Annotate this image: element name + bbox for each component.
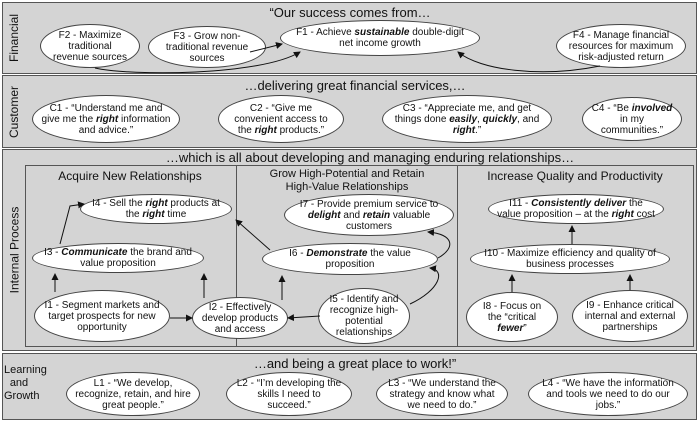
node-i8: I8 - Focus on the “critical fewer” bbox=[466, 292, 558, 342]
internal-header: …which is all about developing and manag… bbox=[165, 150, 575, 165]
node-i5: I5 - Identify and recognize high-potenti… bbox=[318, 288, 410, 344]
node-c3: C3 - “Appreciate me, and get things done… bbox=[382, 95, 552, 143]
customer-header: …delivering great financial services,… bbox=[244, 78, 466, 93]
node-i1: I1 - Segment markets and target prospect… bbox=[34, 290, 170, 342]
node-l3: L3 - “We understand the strategy and kno… bbox=[376, 372, 508, 416]
arrow-i5-i2 bbox=[287, 314, 321, 322]
node-f4: F4 - Manage financial resources for maxi… bbox=[556, 24, 686, 68]
f1-text: F1 - Achieve sustainable double-digit ne… bbox=[296, 27, 464, 49]
financial-header: “Our success comes from… bbox=[269, 5, 431, 20]
node-l1: L1 - “We develop, recognize, retain, and… bbox=[66, 372, 200, 416]
panel-grow-title: Grow High-Potential and Retain High-Valu… bbox=[269, 168, 425, 193]
node-c4: C4 - “Be involved in my communities.” bbox=[582, 97, 682, 141]
arrow-f4-f1 bbox=[457, 51, 601, 73]
node-i10: I10 - Maximize efficiency and quality of… bbox=[470, 244, 670, 274]
learning-header: …and being a great place to work!” bbox=[253, 356, 457, 371]
node-f1: F1 - Achieve sustainable double-digit ne… bbox=[280, 20, 480, 56]
node-c2: C2 - “Give me convenient access to the r… bbox=[218, 95, 344, 143]
arrow-i3-i4 bbox=[59, 201, 85, 245]
node-i3: I3 - Communicate the brand and value pro… bbox=[32, 243, 204, 273]
panel-acquire-title: Acquire New Relationships bbox=[58, 169, 202, 183]
node-i11: I11 - Consistently deliver the value pro… bbox=[488, 194, 664, 224]
node-i4: I4 - Sell the right products at the righ… bbox=[80, 194, 232, 224]
node-i6: I6 - Demonstrate the value proposition bbox=[262, 243, 438, 275]
node-l2: L2 - “I’m developing the skills I need t… bbox=[226, 372, 352, 416]
arrow-i6-i4 bbox=[235, 219, 271, 251]
panel-quality-title: Increase Quality and Productivity bbox=[487, 169, 663, 183]
arrow-i6-i7 bbox=[427, 228, 451, 259]
node-f2: F2 - Maximize traditional revenue source… bbox=[40, 24, 140, 68]
node-i2: I2 - Effectively develop products and ac… bbox=[192, 297, 288, 339]
node-i9: I9 - Enhance critical internal and exter… bbox=[572, 290, 688, 342]
node-i7: I7 - Provide premium service to delight … bbox=[284, 194, 454, 236]
arrow-f3-f1 bbox=[249, 42, 283, 53]
arrow-i5-i6 bbox=[409, 265, 440, 305]
node-l4: L4 - “We have the information and tools … bbox=[528, 372, 688, 416]
node-c1: C1 - “Understand me and give me the righ… bbox=[32, 95, 180, 143]
arrow-f2-f1 bbox=[94, 51, 301, 74]
node-f3: F3 - Grow non-traditional revenue source… bbox=[148, 26, 266, 68]
